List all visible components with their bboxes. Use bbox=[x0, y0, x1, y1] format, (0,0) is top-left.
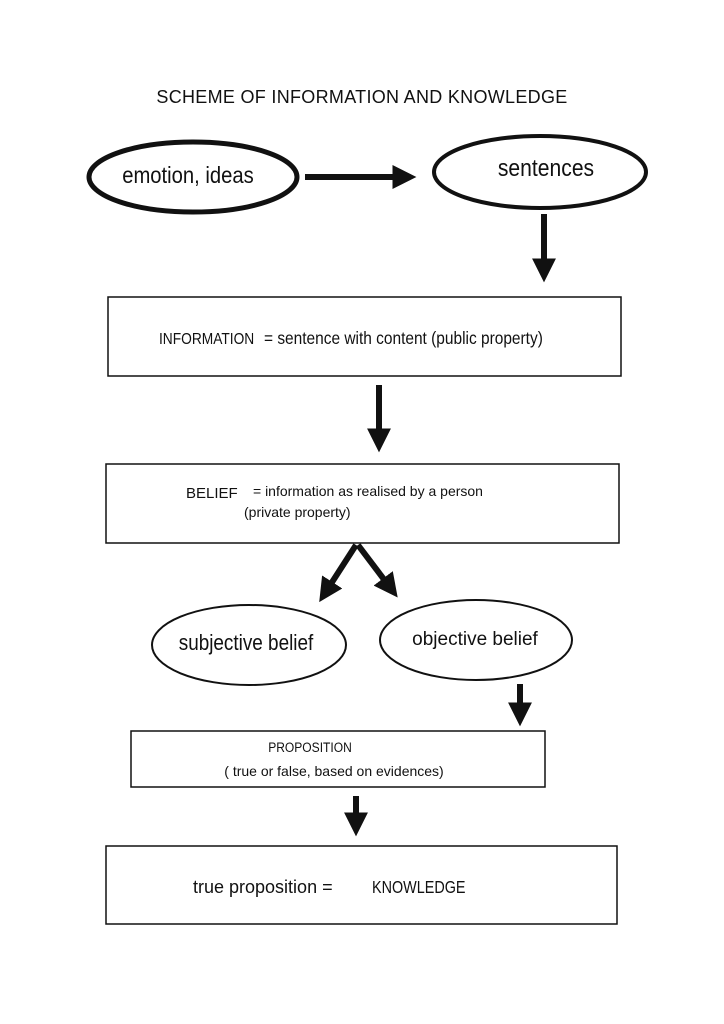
arrow-belief-to-subjective bbox=[319, 543, 359, 603]
belief-note: (private property) bbox=[244, 504, 351, 520]
arrow-belief-to-objective bbox=[355, 543, 398, 598]
node-knowledge: true proposition = KNOWLEDGE bbox=[105, 845, 618, 925]
node-proposition: PROPOSITION ( true or false, based on ev… bbox=[130, 730, 546, 788]
sentences-ellipse bbox=[432, 134, 648, 210]
node-information: INFORMATION = sentence with content (pub… bbox=[107, 296, 622, 377]
objective-belief-ellipse bbox=[379, 599, 573, 681]
subjective-belief-label: subjective belief bbox=[179, 631, 314, 656]
subjective-belief-ellipse bbox=[151, 604, 347, 686]
information-box bbox=[107, 296, 622, 377]
belief-label: BELIEF bbox=[186, 485, 238, 502]
proposition-label: PROPOSITION bbox=[268, 739, 352, 755]
node-belief: BELIEF = information as realised by a pe… bbox=[105, 463, 620, 544]
belief-definition: = information as realised by a person bbox=[253, 483, 483, 499]
information-definition: = sentence with content (public property… bbox=[264, 328, 543, 348]
node-sentences: sentences bbox=[432, 134, 648, 210]
node-objective-belief: objective belief bbox=[379, 599, 573, 681]
objective-belief-label: objective belief bbox=[412, 629, 538, 650]
emotion-ideas-label: emotion, ideas bbox=[122, 162, 254, 189]
belief-box bbox=[105, 463, 620, 544]
proposition-note: ( true or false, based on evidences) bbox=[224, 763, 443, 779]
proposition-box bbox=[130, 730, 546, 788]
node-emotion-ideas: emotion, ideas bbox=[86, 139, 300, 215]
knowledge-label: KNOWLEDGE bbox=[372, 878, 466, 898]
node-subjective-belief: subjective belief bbox=[151, 604, 347, 686]
emotion-ideas-ellipse bbox=[86, 139, 300, 215]
information-label: INFORMATION bbox=[159, 330, 254, 348]
diagram-title: SCHEME OF INFORMATION AND KNOWLEDGE bbox=[156, 87, 567, 107]
knowledge-box bbox=[105, 845, 618, 925]
knowledge-prefix: true proposition = bbox=[193, 877, 333, 897]
sentences-label: sentences bbox=[498, 155, 594, 182]
